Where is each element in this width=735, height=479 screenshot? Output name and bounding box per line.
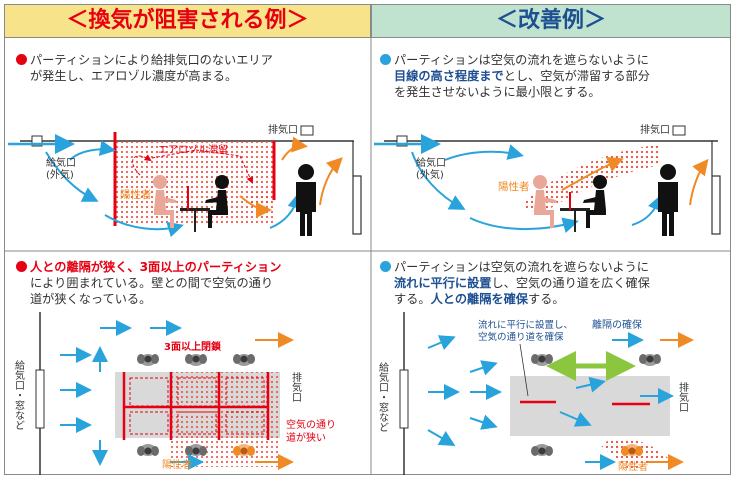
bad-example-header: ＜換気が阻害される例＞: [4, 4, 371, 38]
parallel-label-1: 流れに平行に設置し、: [478, 319, 573, 331]
caption-q1-text-b: が発生し、エアロゾル濃度が高まる。: [30, 69, 238, 83]
supply-outside-label: (外気): [46, 168, 74, 181]
supply-label: 給気口: [416, 156, 446, 169]
q4-diagram: 給気口・窓など 排気口 流れに平行に設置し、: [377, 312, 694, 475]
caption-q4-text-b: し、空気の通り道を広く確保: [491, 276, 650, 290]
exhaust-vertical-label: 排気口: [290, 371, 302, 402]
aerosol-label: エアロゾル滞留: [158, 143, 228, 156]
q1-diagram: エアロゾル滞留 排気口 給気口 (外気) 陽性者: [8, 123, 362, 238]
q3-diagram: 給気口・窓など 排気口 3面以上閉鎖: [13, 312, 336, 475]
caption-q3-text-b: により囲まれている。壁との間で空気の通り: [30, 276, 274, 290]
parallel-label-2: 空気の通り道を確保: [478, 331, 564, 343]
bullet-red-icon: [16, 54, 27, 65]
positive-label: 陽性者: [120, 188, 152, 201]
caption-q3-highlight: 人との離隔が狭く、3面以上のパーティション: [30, 260, 282, 274]
caption-q2-highlight: 目線の高さ程度まで: [394, 69, 504, 83]
narrow-label-2: 道が狭い: [286, 431, 326, 444]
good-example-header: ＜改善例＞: [371, 4, 731, 38]
caption-q4-text-d: する。: [527, 292, 565, 306]
bullet-red-icon: [16, 261, 27, 272]
positive-label: 陽性者: [498, 180, 530, 193]
caption-q4: パーティションは空気の流れを遮らないように 流れに平行に設置し、空気の通り道を広…: [378, 259, 730, 307]
exhaust-label: 排気口: [268, 123, 298, 136]
positive-label: 陽性者: [618, 460, 648, 473]
caption-q2-text-c: を発生させないように最小限とする。: [394, 85, 601, 99]
caption-q3: 人との離隔が狭く、3面以上のパーティション により囲まれている。壁との間で空気の…: [14, 259, 364, 307]
positive-label: 陽性者: [162, 458, 192, 471]
caption-q4-highlight-1: 流れに平行に設置: [394, 276, 492, 290]
caption-q3-text-c: 道が狭くなっている。: [30, 292, 152, 306]
supply-outside-label: (外気): [416, 168, 444, 181]
supply-window-label: 給気口・窓など: [377, 361, 389, 432]
bullet-blue-icon: [380, 54, 391, 65]
caption-q4-text-a: パーティションは空気の流れを遮らないように: [394, 260, 649, 274]
q2-diagram: 排気口 給気口 (外気) 陽性者: [374, 123, 721, 236]
narrow-label-1: 空気の通り: [286, 418, 336, 431]
caption-q2-text-b: とし、空気が滞留する部分: [503, 69, 650, 83]
supply-window-label: 給気口・窓など: [13, 359, 25, 430]
caption-q1: パーティションにより給排気口のないエリア が発生し、エアロゾル濃度が高まる。: [14, 52, 364, 84]
caption-q2: パーティションは空気の流れを遮らないように 目線の高さ程度までとし、空気が滞留す…: [378, 52, 730, 100]
exhaust-vertical-label: 排気口: [677, 381, 689, 412]
separation-label: 離隔の確保: [592, 318, 642, 331]
caption-q1-text-a: パーティションにより給排気口のないエリア: [30, 53, 273, 67]
bullet-blue-icon: [380, 261, 391, 272]
caption-q4-text-c: する。: [394, 292, 431, 306]
caption-q2-text-a: パーティションは空気の流れを遮らないように: [394, 53, 649, 67]
caption-q4-highlight-2: 人との離隔を確保: [430, 292, 528, 306]
supply-label: 給気口: [46, 156, 76, 169]
exhaust-label: 排気口: [640, 123, 670, 136]
three-sides-label: 3面以上閉鎖: [164, 340, 222, 353]
